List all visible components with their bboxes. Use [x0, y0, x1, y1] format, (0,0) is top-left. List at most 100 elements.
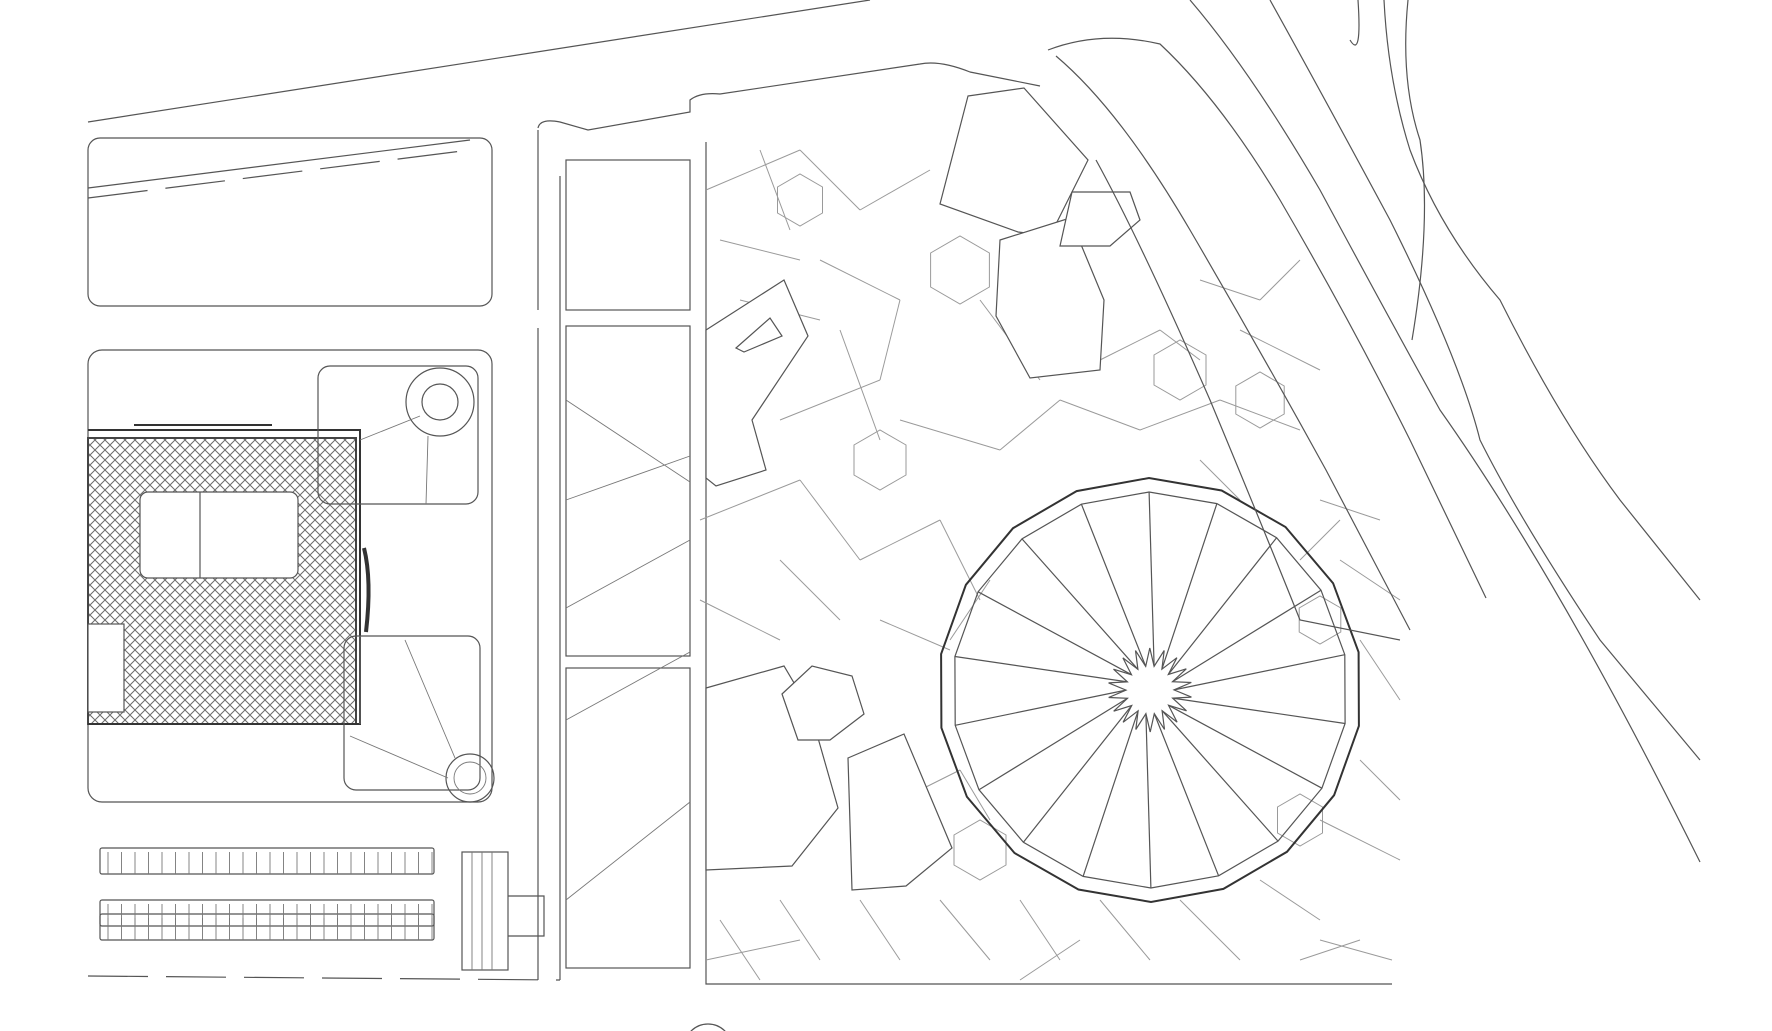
paving-line: [759, 149, 791, 231]
paving-line: [799, 149, 861, 211]
paving-line: [1019, 939, 1081, 981]
paving-hex: [930, 235, 990, 305]
dome-rib: [955, 689, 1127, 726]
dome-rib: [1168, 704, 1323, 789]
ramp: [461, 851, 509, 971]
dome-rib: [1080, 503, 1147, 667]
dome-rib: [1172, 589, 1322, 683]
south-road: [87, 975, 561, 981]
strip-block-2: [565, 325, 691, 657]
block-northwest: [87, 137, 493, 307]
paving-line: [879, 299, 901, 381]
paving-line: [879, 619, 951, 651]
paving-line: [779, 559, 841, 621]
paving-line: [1219, 399, 1301, 431]
paving-line: [779, 379, 881, 421]
paving-line: [719, 919, 761, 981]
paving-line: [819, 259, 901, 301]
paving-line: [899, 419, 1001, 451]
dome-rib: [1021, 538, 1139, 670]
paving-line: [699, 479, 801, 521]
paving-line: [859, 169, 931, 211]
strip-block-1: [565, 159, 691, 311]
paving-line: [1139, 399, 1221, 431]
dome-rib: [1161, 503, 1218, 670]
paving-line: [949, 579, 991, 641]
court-south: [343, 635, 481, 791]
paving-line: [1199, 459, 1241, 501]
paving-line: [1359, 759, 1401, 801]
paving-hex: [1298, 595, 1342, 645]
round-pavilion-north: [405, 367, 475, 437]
paving-line: [1159, 329, 1201, 361]
parking-rows: [99, 847, 545, 971]
paving-line: [1019, 899, 1061, 961]
kiosk-south: [781, 665, 865, 741]
dome-rib: [977, 591, 1132, 676]
paving-line: [1259, 879, 1321, 921]
river-edge: [1047, 0, 1701, 863]
entrance-notch: [87, 623, 125, 713]
dome-rib: [978, 697, 1128, 791]
paving-hex: [1153, 339, 1207, 401]
pavilion-north: [939, 87, 1089, 237]
paving-line: [1239, 329, 1321, 371]
paving-line: [1199, 279, 1261, 301]
pavilion-west-inner: [734, 317, 783, 353]
dome-rib: [1148, 491, 1155, 667]
dome-rib: [1173, 654, 1345, 691]
paving-line: [1259, 259, 1301, 301]
paving-hex: [953, 819, 1007, 881]
dome-rib: [1145, 713, 1152, 889]
pavilion-west: [705, 279, 809, 487]
building-block: [87, 349, 495, 803]
pavilion-south: [847, 733, 953, 891]
paving-line: [1359, 639, 1401, 701]
dome-rib: [1172, 697, 1346, 725]
paving-line: [1099, 329, 1161, 361]
strip-block-3: [565, 667, 691, 969]
round-pavilion-south: [445, 753, 495, 803]
paving-hex: [853, 429, 907, 491]
paving-line: [1299, 939, 1361, 961]
paving-line: [1339, 559, 1401, 601]
paving-line: [1299, 519, 1341, 561]
dome-rib: [1082, 710, 1139, 877]
paving-line: [799, 479, 861, 561]
kiosk-north: [1059, 191, 1141, 247]
paving-line: [705, 149, 801, 191]
paving-line: [705, 939, 801, 961]
paving-line: [779, 899, 821, 961]
paving-hex: [1277, 793, 1323, 847]
central-strip: [537, 62, 1041, 980]
court-north: [317, 365, 479, 505]
paving-line: [1319, 939, 1393, 961]
dome-rib: [954, 655, 1128, 683]
paving-hex: [1235, 371, 1285, 429]
dome-rib: [1161, 710, 1279, 842]
paving-line: [1059, 399, 1141, 431]
paving-line: [859, 899, 901, 961]
north-road: [87, 0, 871, 199]
circle-icon: [690, 1023, 726, 1031]
paving-line: [719, 239, 801, 261]
paving-line: [999, 399, 1061, 451]
paving-line: [939, 519, 981, 601]
paving-line: [1319, 499, 1381, 521]
main-dome: [940, 476, 1360, 904]
paving-line: [839, 329, 881, 441]
courtyard: [139, 491, 299, 579]
pavilions: [705, 87, 1141, 891]
paving-line: [1099, 899, 1151, 961]
paving-line: [1179, 899, 1241, 961]
paving-line: [699, 599, 781, 641]
dome-rib: [1167, 537, 1278, 675]
dome-rib: [1022, 705, 1133, 843]
dome-rib: [1153, 713, 1220, 877]
paving-line: [959, 769, 991, 821]
paving-hex: [777, 173, 823, 227]
hatched-roof: [87, 437, 357, 725]
paving-line: [859, 519, 941, 561]
paving-line: [939, 899, 991, 961]
